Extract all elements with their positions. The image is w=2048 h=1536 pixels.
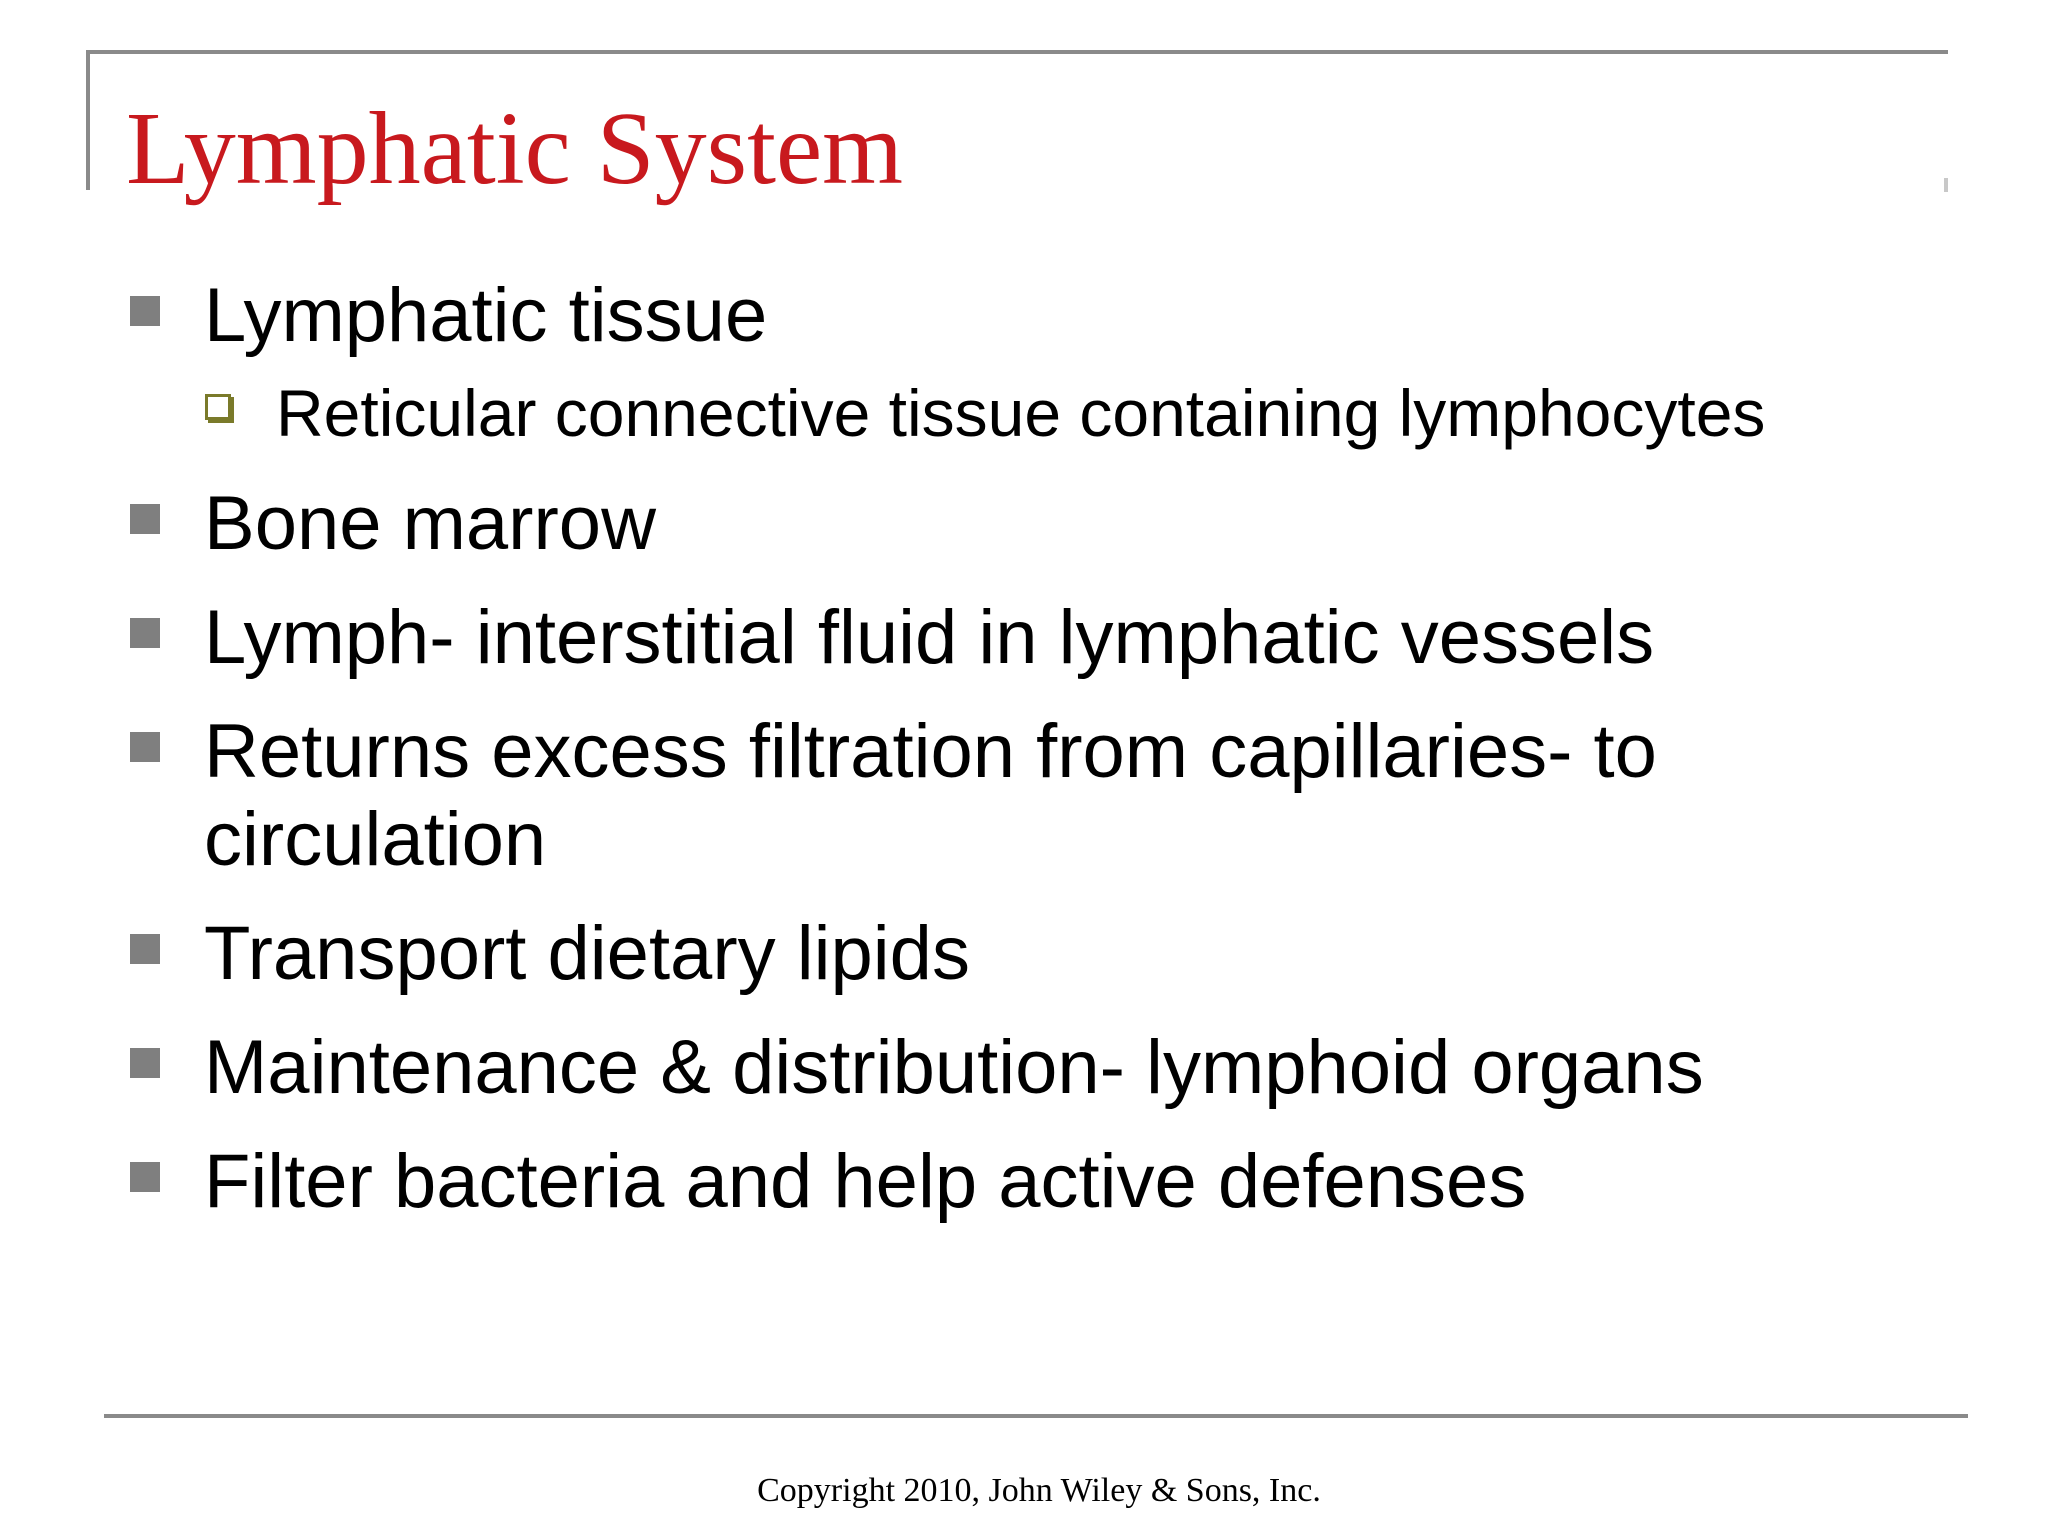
bullet-text: Bone marrow xyxy=(204,481,656,566)
square-bullet-icon xyxy=(130,296,160,326)
footer-rule xyxy=(104,1414,1968,1418)
hollow-square-bullet-icon xyxy=(205,394,231,420)
square-bullet-icon xyxy=(130,1048,160,1078)
frame-left-rule xyxy=(86,50,90,190)
copyright-footer: Copyright 2010, John Wiley & Sons, Inc. xyxy=(757,1472,1321,1509)
sub-bullet-list: Reticular connective tissue containing l… xyxy=(204,372,1958,454)
square-bullet-icon xyxy=(130,618,160,648)
sub-bullet-item: Reticular connective tissue containing l… xyxy=(204,372,1958,454)
bullet-item: Lymph- interstitial fluid in lymphatic v… xyxy=(128,594,1958,682)
bullet-text: Filter bacteria and help active defenses xyxy=(204,1139,1527,1224)
bullet-text: Lymphatic tissue xyxy=(204,273,768,358)
bullet-text: Maintenance & distribution- lymphoid org… xyxy=(204,1025,1704,1110)
bullet-item: Bone marrow xyxy=(128,480,1958,568)
square-bullet-icon xyxy=(130,934,160,964)
bullet-item: Maintenance & distribution- lymphoid org… xyxy=(128,1024,1958,1112)
bullet-list: Lymphatic tissue Reticular connective ti… xyxy=(128,272,1958,1252)
bullet-item: Lymphatic tissue Reticular connective ti… xyxy=(128,272,1958,454)
slide-title: Lymphatic System xyxy=(126,91,904,206)
square-bullet-icon xyxy=(130,1162,160,1192)
bullet-item: Filter bacteria and help active defenses xyxy=(128,1138,1958,1226)
frame-right-mark xyxy=(1944,178,1948,192)
square-bullet-icon xyxy=(130,732,160,762)
bullet-item: Returns excess filtration from capillari… xyxy=(128,708,1958,884)
sub-bullet-text: Reticular connective tissue containing l… xyxy=(276,376,1766,450)
square-bullet-icon xyxy=(130,504,160,534)
bullet-text: Returns excess filtration from capillari… xyxy=(204,709,1657,882)
bullet-text: Transport dietary lipids xyxy=(204,911,970,996)
bullet-text: Lymph- interstitial fluid in lymphatic v… xyxy=(204,595,1655,680)
frame-top-rule xyxy=(86,50,1948,54)
bullet-item: Transport dietary lipids xyxy=(128,910,1958,998)
